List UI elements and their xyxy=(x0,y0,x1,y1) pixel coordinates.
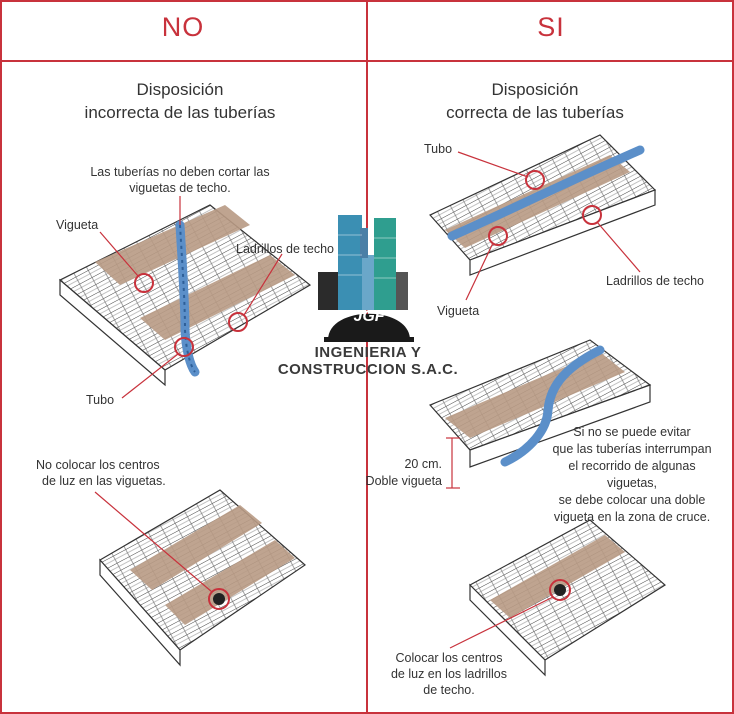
slab-edge-right-top xyxy=(469,189,656,276)
right-border xyxy=(732,0,734,714)
light-center-incorrect xyxy=(213,593,225,605)
incorrect-pipes-illustration xyxy=(58,196,312,399)
leader-tubo-left xyxy=(121,353,179,399)
marker-tubo-left xyxy=(174,337,194,357)
logo-line1: INGENIERIA Y xyxy=(314,344,422,361)
marker-light-left xyxy=(208,588,230,610)
leader-light-right xyxy=(449,596,554,649)
label-ladrillos-right: Ladrillos de techo xyxy=(606,274,704,288)
right-title-line2: correcta de las tuberías xyxy=(446,103,624,122)
roof-slab-right-bottom xyxy=(469,519,667,661)
correct-pipes-illustration xyxy=(429,134,657,301)
right-title-line1: Disposición xyxy=(491,80,579,99)
incorrect-light-illustration xyxy=(94,489,306,667)
vigueta-band-left xyxy=(95,205,250,285)
logo-line2: CONSTRUCCION S.A.C. xyxy=(277,361,459,378)
vigueta-band-lb-2 xyxy=(165,540,295,625)
leader-tubo-right xyxy=(457,151,529,178)
right-doble-note-l1: Si no se puede evitar xyxy=(573,425,691,439)
pipe-correct xyxy=(447,145,645,241)
label-20cm: 20 cm. xyxy=(404,457,442,471)
header-si: SI xyxy=(537,12,565,42)
left-light-note-l1: No colocar los centros xyxy=(36,458,160,472)
marker-vigueta-right xyxy=(488,226,508,246)
double-vigueta-band xyxy=(445,352,625,438)
left-light-note-l2: de luz en las viguetas. xyxy=(42,474,166,488)
header-no: NO xyxy=(161,12,205,42)
label-vigueta-right: Vigueta xyxy=(437,304,480,318)
left-border xyxy=(0,0,2,714)
label-ladrillos-left: Ladrillos de techo xyxy=(236,242,334,256)
left-title: Disposición incorrecta de las tuberías xyxy=(40,78,320,124)
label-doble-vigueta: Doble vigueta xyxy=(365,474,442,488)
label-vigueta-left: Vigueta xyxy=(56,218,99,232)
leader-ladrillos-left xyxy=(243,253,283,316)
right-doble-note-l5: vigueta en la zona de cruce. xyxy=(553,510,711,524)
label-tubo-right: Tubo xyxy=(424,142,453,156)
marker-light-right xyxy=(549,579,571,601)
vigueta-band-left-2 xyxy=(140,255,295,340)
leader-vigueta-right xyxy=(465,242,494,301)
right-light-note-l1: Colocar los centros xyxy=(395,651,503,665)
left-light-note: No colocar los centros de luz en las vig… xyxy=(36,457,166,489)
left-title-line1: Disposición xyxy=(136,80,224,99)
label-tubo-left: Tubo xyxy=(86,393,115,407)
leader-light-left xyxy=(94,491,213,593)
helmet-icon xyxy=(328,313,410,340)
marker-ladrillos-left xyxy=(228,312,248,332)
logo-buildings-icon xyxy=(318,215,414,342)
logo-initials: JGF xyxy=(353,308,385,325)
right-light-note-l2: de luz en los ladrillos xyxy=(390,667,508,681)
right-doble-note-l2: que las tuberías interrumpan xyxy=(552,442,712,456)
column-divider xyxy=(366,0,368,714)
marker-ladrillos-right xyxy=(582,205,602,225)
light-center-correct xyxy=(554,584,566,596)
right-title: Disposición correcta de las tuberías xyxy=(400,78,670,124)
leader-vigueta-left xyxy=(99,231,139,277)
left-pipes-note: Las tuberías no deben cortar las vigueta… xyxy=(80,164,280,196)
right-doble-note-l3: el recorrido de algunas viguetas, xyxy=(568,459,696,490)
left-title-line2: incorrecta de las tuberías xyxy=(84,103,276,122)
right-doble-note-l4: se debe colocar una doble xyxy=(558,493,706,507)
right-light-note-l3: de techo. xyxy=(423,683,475,697)
pipe-crossing xyxy=(500,345,605,467)
left-pipes-note-l1: Las tuberías no deben cortar las xyxy=(90,165,270,179)
slab-edge-right-bottom xyxy=(469,583,546,677)
correct-light-illustration xyxy=(449,519,667,677)
vigueta-band-lb xyxy=(130,505,262,590)
vigueta-band-rb xyxy=(490,535,625,618)
right-light-note: Colocar los centros de luz en los ladril… xyxy=(384,650,514,698)
marker-tubo-right xyxy=(525,170,545,190)
right-doble-note: Si no se puede evitar que las tuberías i… xyxy=(544,424,720,526)
marker-vigueta-left xyxy=(134,273,154,293)
double-vigueta-illustration xyxy=(428,339,652,489)
slab-edge-left-bottom xyxy=(99,558,181,667)
slab-edge-left-top xyxy=(59,278,166,387)
slab-edge-right-mid xyxy=(469,384,651,468)
left-pipes-note-l2: viguetas de techo. xyxy=(129,181,231,195)
leader-ladrillos-right xyxy=(596,221,641,273)
